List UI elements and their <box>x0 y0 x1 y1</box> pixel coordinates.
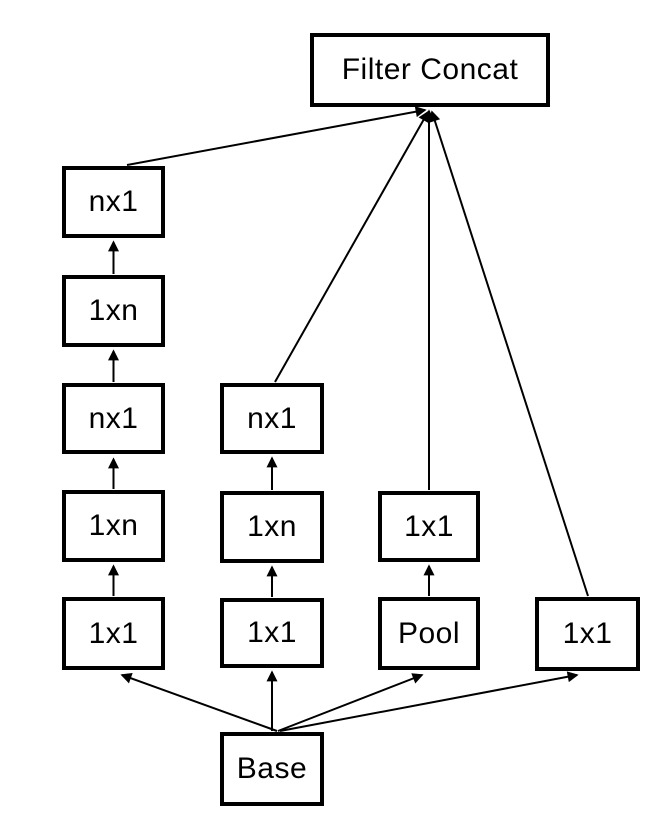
node-b1-1xn-upper: 1xn <box>62 275 165 347</box>
node-filter-concat-label: Filter Concat <box>341 53 519 86</box>
node-b4-1x1: 1x1 <box>535 597 640 671</box>
node-base: Base <box>220 732 324 806</box>
node-label: 1xn <box>88 294 139 327</box>
node-b2-1xn: 1xn <box>220 491 324 563</box>
arrow-b1-to-concat <box>126 106 427 166</box>
node-b3-pool: Pool <box>378 597 480 670</box>
node-b2-1x1: 1x1 <box>220 598 324 668</box>
arrow-base-to-pool <box>277 673 424 732</box>
node-b3-1x1: 1x1 <box>378 491 480 562</box>
node-b1-1xn-lower: 1xn <box>62 490 165 562</box>
node-label: Pool <box>397 616 461 650</box>
node-b1-nx1-lower: nx1 <box>62 383 165 454</box>
node-label: 1x1 <box>247 616 297 649</box>
arrow-base-to-b4 <box>279 671 579 732</box>
node-label: 1x1 <box>404 509 454 543</box>
arrow-base-to-b1 <box>120 673 278 732</box>
arrow-b4-to-concat <box>429 110 589 597</box>
node-b1-1x1: 1x1 <box>62 597 165 670</box>
node-label: nx1 <box>247 401 297 435</box>
arrow-b2-to-concat <box>274 110 429 383</box>
node-b2-nx1: nx1 <box>220 383 324 454</box>
node-label: 1xn <box>247 510 297 543</box>
node-filter-concat: Filter Concat <box>310 33 550 107</box>
node-b1-nx1-top: nx1 <box>62 166 165 238</box>
node-base-label: Base <box>236 752 308 785</box>
node-label: nx1 <box>88 401 139 435</box>
node-label: nx1 <box>88 185 139 218</box>
node-label: 1x1 <box>562 617 613 650</box>
node-label: 1x1 <box>88 616 139 650</box>
node-label: 1xn <box>88 509 139 542</box>
